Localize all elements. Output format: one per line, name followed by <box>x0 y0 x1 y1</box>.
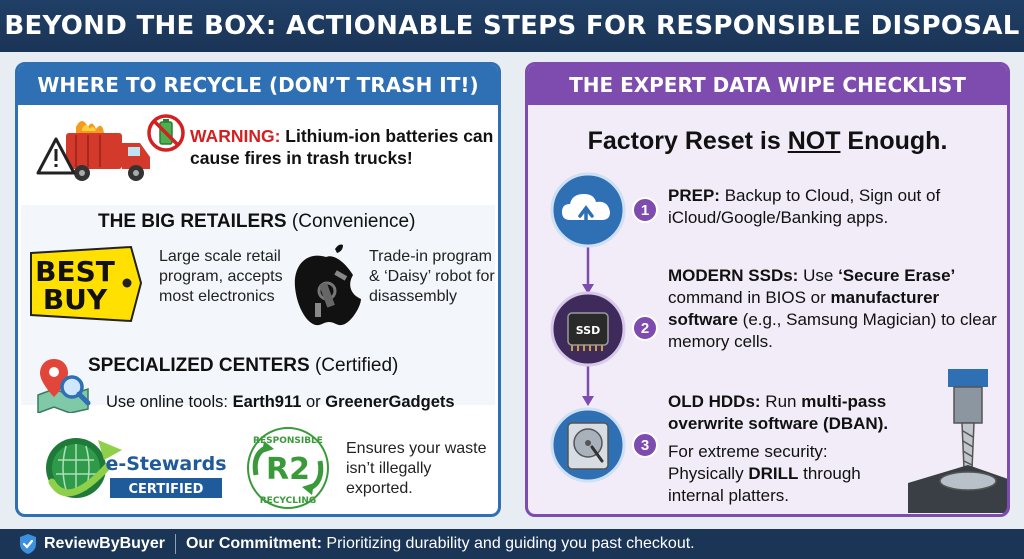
factory-prefix: Factory Reset is <box>587 127 781 155</box>
step-3-badge: 3 <box>632 432 658 458</box>
footer: ReviewByBuyer Our Commitment: Prioritizi… <box>0 529 1024 559</box>
step-3-bold-a: multi-pass overwrite software (DBAN). <box>668 392 889 433</box>
apple-robot-icon <box>294 244 361 326</box>
retailers-title-text: THE BIG RETAILERS <box>98 211 287 232</box>
ssd-chip-icon: SSD <box>550 291 626 367</box>
map-search-icon <box>37 359 91 413</box>
footer-divider <box>174 534 176 554</box>
specialized-subtitle: (Certified) <box>314 355 399 376</box>
warning-label: WARNING: <box>190 126 281 146</box>
r2-top-text: RESPONSIBLE <box>253 436 323 446</box>
drill-icon <box>908 369 1007 513</box>
data-wipe-heading: THE EXPERT DATA WIPE CHECKLIST <box>528 65 1007 105</box>
r2-recycling-icon: RESPONSIBLE R2 RECYCLING <box>247 427 329 509</box>
step-3-body-b: For extreme security: Physically <box>668 442 828 483</box>
retailers-subtitle: (Convenience) <box>291 211 416 232</box>
hdd-icon <box>550 407 626 483</box>
factory-suffix: Enough. <box>847 127 948 155</box>
truck-fire-icon <box>36 121 150 181</box>
footer-commitment: Our Commitment: Prioritizing durability … <box>186 535 695 553</box>
r2-bottom-text: RECYCLING <box>260 496 317 506</box>
step-2-bold-b: manufacturer software <box>668 288 940 329</box>
commitment-label: Our Commitment: <box>185 535 322 552</box>
step-1-label: PREP: <box>668 186 720 205</box>
step-2-body-b: command in BIOS or <box>668 288 826 307</box>
cloud-upload-icon <box>550 172 626 248</box>
apple-description: Trade-in program & ‘Daisy’ robot for dis… <box>369 248 495 305</box>
brand-name: ReviewByBuyer <box>44 535 165 552</box>
tool-earth911: Earth911 <box>232 393 302 411</box>
estewards-badge: e-Stewards CERTIFIED <box>46 438 227 498</box>
step-1-text: PREP: Backup to Cloud, Sign out of iClou… <box>668 185 1003 229</box>
step-2-label: MODERN SSDs: <box>668 266 799 285</box>
specialized-title-text: SPECIALIZED CENTERS <box>88 355 310 376</box>
step-2-body-a: Use <box>803 266 834 285</box>
tool-or: or <box>305 393 321 411</box>
step-2-bold-a: ‘Secure Erase’ <box>838 266 956 285</box>
bestbuy-line1: BEST <box>35 255 115 288</box>
online-tools-prefix: Use online tools: <box>106 393 228 411</box>
warning-text: WARNING: Lithium-ion batteries can cause… <box>190 125 495 169</box>
step-3-text-b: For extreme security: Physically DRILL t… <box>668 441 900 507</box>
step-3-body-c: through internal platters. <box>668 464 861 505</box>
estewards-certified: CERTIFIED <box>129 482 204 497</box>
step-1-body: Backup to Cloud, Sign out of iCloud/Goog… <box>668 186 941 227</box>
specialized-title: SPECIALIZED CENTERS (Certified) <box>88 355 398 377</box>
retailers-title: THE BIG RETAILERS (Convenience) <box>98 211 415 233</box>
brand: ReviewByBuyer <box>0 533 165 555</box>
tool-greenergadgets: GreenerGadgets <box>325 393 455 411</box>
step-2-body-c: (e.g., Samsung Magician) to clear memory… <box>668 310 997 351</box>
bestbuy-description: Large scale retail program, accepts most… <box>159 248 283 305</box>
step-1-badge: 1 <box>632 197 658 223</box>
bestbuy-logo: BEST BUY <box>30 245 143 323</box>
title-bar: BEYOND THE BOX: ACTIONABLE STEPS FOR RES… <box>0 0 1024 52</box>
page-title: BEYOND THE BOX: ACTIONABLE STEPS FOR RES… <box>4 11 1020 41</box>
data-wipe-panel: THE EXPERT DATA WIPE CHECKLIST Factory R… <box>525 62 1010 517</box>
no-battery-icon <box>147 114 185 152</box>
step-3-label: OLD HDDs: <box>668 392 761 411</box>
estewards-name: e-Stewards <box>105 453 226 475</box>
shield-check-icon <box>20 534 36 554</box>
step-3-text-a: OLD HDDs: Run multi-pass overwrite softw… <box>668 391 916 435</box>
recycle-panel-heading: WHERE TO RECYCLE (DON’T TRASH IT!) <box>18 65 498 105</box>
warning-row: WARNING: Lithium-ion batteries can cause… <box>28 111 494 191</box>
factory-reset-headline: Factory Reset is NOT Enough. <box>528 127 1007 156</box>
ssd-label: SSD <box>576 324 600 337</box>
retailers-section: THE BIG RETAILERS (Convenience) BEST BUY… <box>21 205 495 405</box>
bestbuy-line2: BUY <box>43 283 108 316</box>
r2-label: R2 <box>266 452 310 487</box>
step-3-body-a: Run <box>765 392 797 411</box>
recycle-panel: WHERE TO RECYCLE (DON’T TRASH IT!) WARNI… <box>15 62 501 517</box>
certification-description: Ensures your waste isn’t illegally expor… <box>346 440 487 497</box>
step-2-badge: 2 <box>632 315 658 341</box>
warning-message: Lithium-ion batteries can cause fires in… <box>190 126 494 168</box>
commitment-text: Prioritizing durability and guiding you … <box>326 535 695 552</box>
online-tools: Use online tools: Earth911 or GreenerGad… <box>106 393 455 412</box>
factory-not: NOT <box>787 127 841 155</box>
step-2-text: MODERN SSDs: Use ‘Secure Erase’ command … <box>668 265 1003 353</box>
step-3-bold-b: DRILL <box>748 464 799 483</box>
